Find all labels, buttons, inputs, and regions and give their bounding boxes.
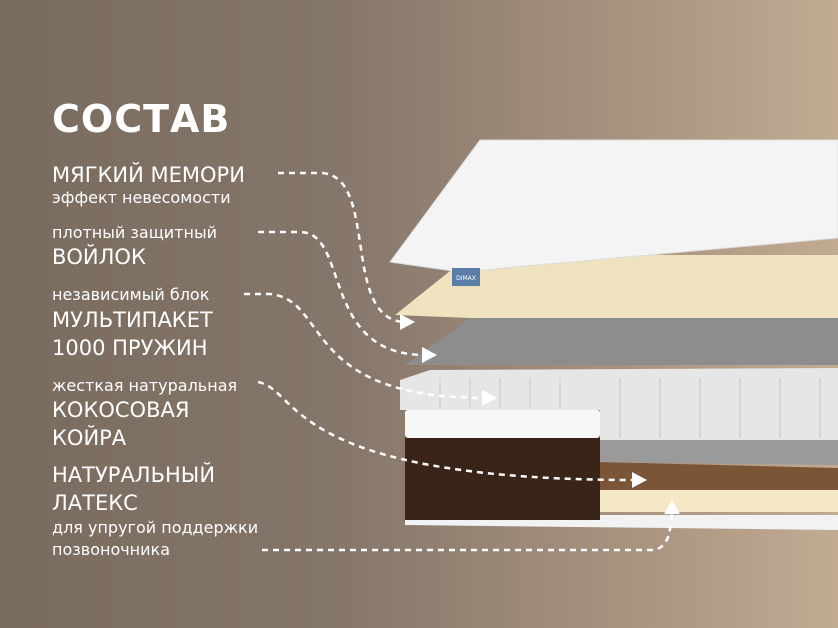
inner-felt-layer [600, 440, 838, 465]
layer-latex-desc: для упругой поддержки [52, 518, 259, 537]
coir-layer [598, 462, 838, 490]
coir-frame [405, 435, 600, 520]
spring-block [400, 368, 838, 440]
latex-layer [598, 490, 838, 512]
leader-lines [244, 171, 674, 552]
layer-memory-desc: эффект невесомости [52, 188, 231, 207]
felt-layer [405, 318, 838, 365]
brand-tag [452, 268, 480, 286]
frame-top-edge [405, 410, 600, 438]
spring-lines [439, 378, 821, 438]
layer-latex-name-2: ЛАТЕКС [52, 491, 138, 515]
layer-coir-desc: жесткая натуральная [52, 376, 238, 395]
page-title: СОСТАВ [52, 97, 231, 141]
brand-label: DIMAX [456, 275, 476, 282]
layer-felt-desc: плотный защитный [52, 223, 217, 242]
layer-springs-desc: независимый блок [52, 285, 210, 304]
layer-coir-name-2: КОЙРА [52, 426, 127, 450]
arrowhead-icons [400, 314, 680, 514]
layer-coir-name: КОКОСОВАЯ [52, 398, 190, 422]
layer-felt-name: ВОЙЛОК [52, 245, 146, 269]
layer-latex-desc-2: позвоночника [52, 540, 171, 559]
layer-springs-count: 1000 ПРУЖИН [52, 336, 208, 360]
layer-springs-name: МУЛЬТИПАКЕТ [52, 308, 213, 332]
memory-layer [395, 255, 838, 318]
layer-latex-name: НАТУРАЛЬНЫЙ [52, 463, 216, 487]
layer-memory-name: МЯГКИЙ МЕМОРИ [52, 163, 245, 187]
top-cover [389, 139, 838, 273]
